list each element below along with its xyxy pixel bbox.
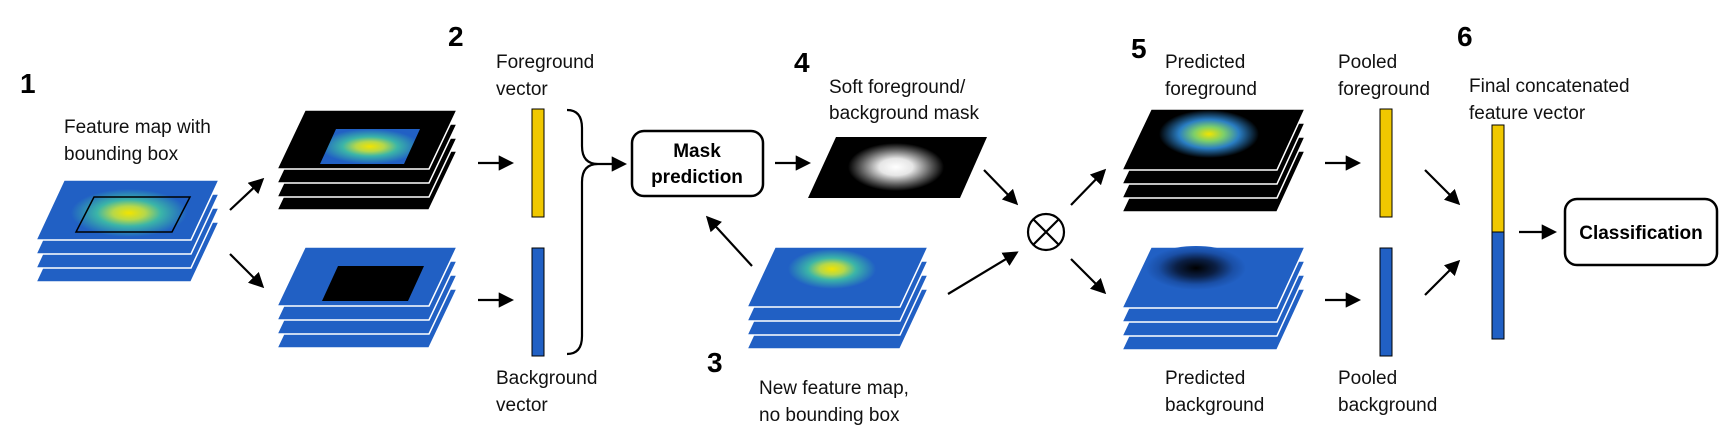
predicted-foreground-label-line2: foreground <box>1165 79 1257 100</box>
feature-map-label-line1: Feature map with <box>64 117 211 138</box>
feature-map-with-bbox-stack <box>34 179 221 283</box>
predicted-background-label-line2: background <box>1165 395 1264 416</box>
mask-prediction-box: Mask prediction <box>630 129 765 198</box>
pooled-foreground-label-line1: Pooled <box>1338 52 1397 73</box>
arrow-1-to-bg <box>229 253 265 289</box>
arrow-multiply-to-pred-fg <box>1070 168 1107 206</box>
classification-label: Classification <box>1579 223 1703 244</box>
foreground-vector-label-line2: vector <box>496 79 548 100</box>
pooled-background-bar <box>1379 247 1393 357</box>
background-feature-stack <box>275 246 459 349</box>
foreground-feature-stack <box>275 109 459 211</box>
step-number-4: 4 <box>794 47 810 78</box>
arrow-pooled-fg-to-final <box>1424 169 1461 206</box>
concatenation-brace <box>566 108 599 356</box>
new-feature-map-label-line1: New feature map, <box>759 378 909 399</box>
mask-prediction-label-line1: Mask <box>673 141 721 162</box>
arrow-pooled-bg-to-final <box>1424 259 1461 296</box>
soft-mask-label-line2: background mask <box>829 103 979 124</box>
feature-map-label-line2: bounding box <box>64 144 179 165</box>
foreground-vector-label-line1: Foreground <box>496 52 594 73</box>
arrow-multiply-to-pred-bg <box>1070 258 1107 295</box>
pooled-foreground-label-line2: foreground <box>1338 79 1430 100</box>
predicted-foreground-label-line1: Predicted <box>1165 52 1245 73</box>
classification-box: Classification <box>1563 197 1719 267</box>
new-feature-map-label-line2: no bounding box <box>759 405 900 426</box>
mask-prediction-label-line2: prediction <box>651 167 743 188</box>
soft-mask-plane <box>808 137 987 198</box>
background-vector-label-line2: vector <box>496 395 548 416</box>
arrow-mask-to-multiply <box>983 169 1019 206</box>
new-feature-map-stack <box>745 246 930 350</box>
predicted-background-label-line1: Predicted <box>1165 368 1245 389</box>
pooled-background-label-line1: Pooled <box>1338 368 1397 389</box>
step-number-2: 2 <box>448 21 464 52</box>
arrow-new-map-to-mask-prediction <box>705 215 753 267</box>
arrow-new-map-to-multiply <box>947 251 1019 295</box>
step-number-6: 6 <box>1457 21 1473 52</box>
step-number-5: 5 <box>1131 33 1147 64</box>
final-vector-background-part <box>1491 231 1505 340</box>
final-vector-foreground-part <box>1491 124 1505 233</box>
background-vector-label-line1: Background <box>496 368 597 389</box>
predicted-foreground-stack <box>1120 108 1307 213</box>
multiply-operator-icon <box>1026 212 1066 252</box>
final-vector-label-line2: feature vector <box>1469 103 1586 124</box>
pooled-foreground-bar <box>1379 108 1393 218</box>
predicted-background-stack <box>1120 246 1307 351</box>
step-number-1: 1 <box>20 68 36 99</box>
arrow-1-to-fg <box>229 177 265 211</box>
foreground-vector-bar <box>531 108 545 218</box>
step-number-3: 3 <box>707 347 723 378</box>
final-vector-label-line1: Final concatenated <box>1469 76 1630 97</box>
background-vector-bar <box>531 247 545 357</box>
soft-mask-label-line1: Soft foreground/ <box>829 77 966 98</box>
pooled-background-label-line2: background <box>1338 395 1437 416</box>
